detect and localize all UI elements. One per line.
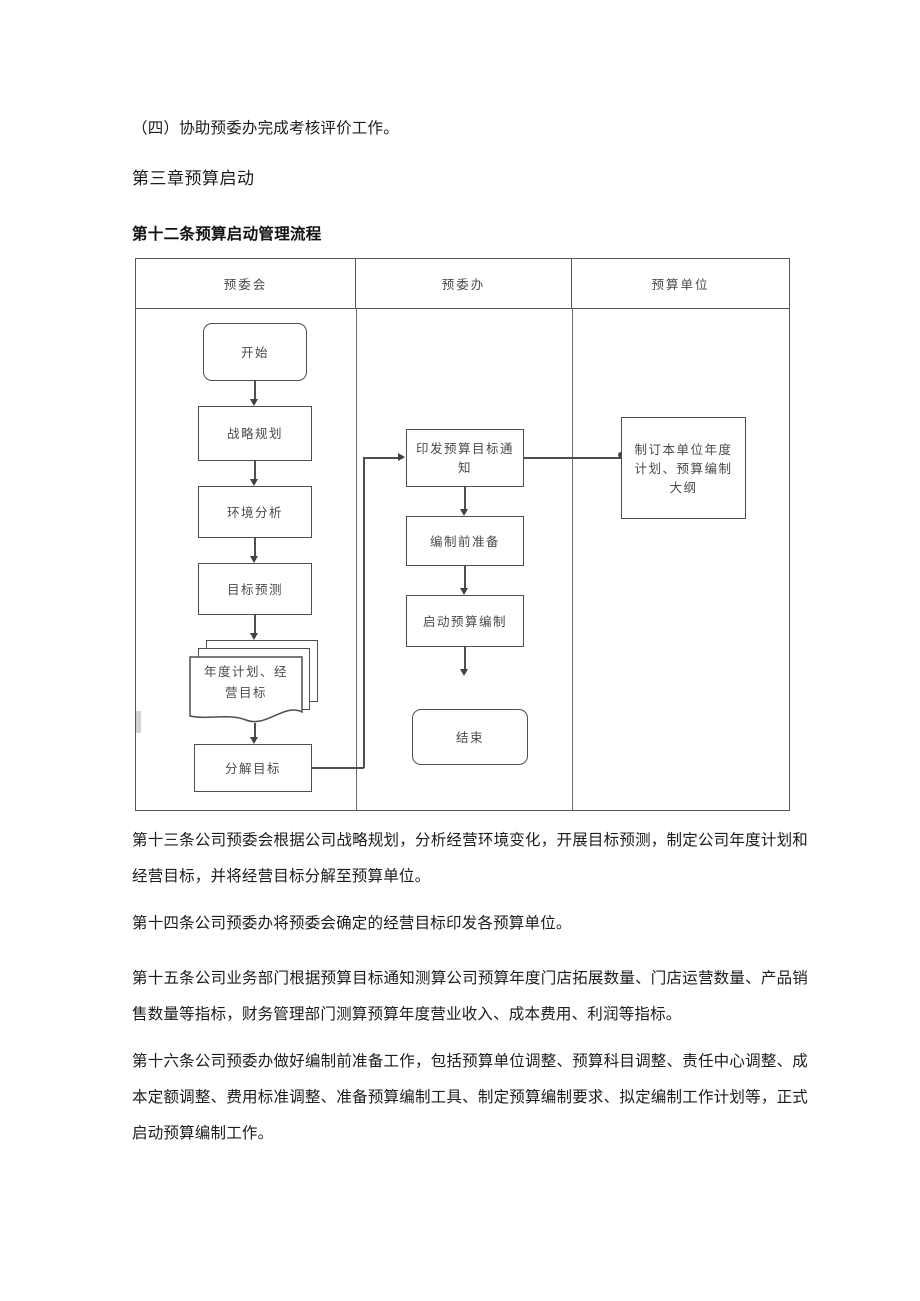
connector-into-issue-notice xyxy=(363,457,403,459)
paragraph-article-14: 第十四条公司预委办将预委会确定的经营目标印发各预算单位。 xyxy=(132,914,572,932)
node-target-forecast: 目标预测 xyxy=(198,563,312,615)
node-start: 开始 xyxy=(203,323,307,381)
connector-decompose-up xyxy=(363,457,365,768)
paragraph-article-15: 第十五条公司业务部门根据预算目标通知测算公司预算年度门店拓展数量、门店运营数量、… xyxy=(132,969,808,1023)
arrow-environment-to-forecast xyxy=(250,556,258,563)
node-end: 结束 xyxy=(412,709,528,765)
arrow-notice-to-preparation xyxy=(460,509,468,516)
column-header-budget-office: 预委办 xyxy=(356,259,572,308)
scan-artifact xyxy=(136,711,141,733)
column-divider-1 xyxy=(356,309,357,810)
column-divider-2 xyxy=(572,309,573,810)
arrow-launch-to-end xyxy=(460,669,468,676)
flowchart-header-row: 预委会 预委办 预算单位 xyxy=(136,259,789,309)
node-annual-plan-documents: 年度计划、经营目标 xyxy=(188,640,328,732)
arrow-start-to-strategy xyxy=(250,399,258,406)
connector-environment-to-forecast xyxy=(254,538,256,560)
connector-launch-to-end xyxy=(464,647,466,673)
connector-preparation-to-launch xyxy=(464,566,466,592)
list-item-four: （四）协助预委办完成考核评价工作。 xyxy=(132,119,399,137)
column-header-budget-unit: 预算单位 xyxy=(651,277,710,292)
node-issue-budget-target-notice: 印发预算目标通知 xyxy=(406,429,524,487)
flowchart-body: 开始 战略规划 环境分析 目标预测 年度计划、经营目标 xyxy=(136,309,789,810)
arrow-forecast-to-docs xyxy=(250,633,258,640)
connector-start-to-strategy xyxy=(254,381,256,403)
arrow-docs-to-decompose xyxy=(250,737,258,744)
arrow-into-issue-notice xyxy=(398,453,405,461)
node-environment-analysis: 环境分析 xyxy=(198,486,312,538)
node-pre-preparation: 编制前准备 xyxy=(406,516,524,566)
arrow-strategy-to-environment xyxy=(250,479,258,486)
section-title: 第十二条预算启动管理流程 xyxy=(132,225,322,243)
flowchart-table: 预委会 预委办 预算单位 开始 战略规划 环境分析 目标预测 xyxy=(135,258,790,811)
column-header-budget-committee: 预委会 xyxy=(136,259,356,308)
chapter-title: 第三章预算启动 xyxy=(132,169,255,189)
paragraph-article-16: 第十六条公司预委办做好编制前准备工作，包括预算单位调整、预算科目调整、责任中心调… xyxy=(132,1052,808,1142)
connector-forecast-to-docs xyxy=(254,615,256,637)
node-unit-annual-plan-outline: 制订本单位年度计划、预算编制大纲 xyxy=(621,417,746,519)
node-strategy-planning: 战略规划 xyxy=(198,406,312,461)
node-launch-budget-compilation: 启动预算编制 xyxy=(406,595,524,647)
connector-notice-to-preparation xyxy=(464,487,466,513)
document-sheet-front xyxy=(189,656,303,723)
node-decompose-target: 分解目标 xyxy=(194,744,312,792)
connector-notice-to-unit-plan xyxy=(524,457,621,459)
annual-plan-label: 年度计划、经营目标 xyxy=(203,664,288,700)
connector-decompose-right xyxy=(312,767,364,769)
arrow-preparation-to-launch xyxy=(460,588,468,595)
connector-docs-to-decompose xyxy=(254,723,256,741)
connector-strategy-to-environment xyxy=(254,461,256,483)
paragraph-article-13: 第十三条公司预委会根据公司战略规划，分析经营环境变化，开展目标预测，制定公司年度… xyxy=(132,831,808,885)
